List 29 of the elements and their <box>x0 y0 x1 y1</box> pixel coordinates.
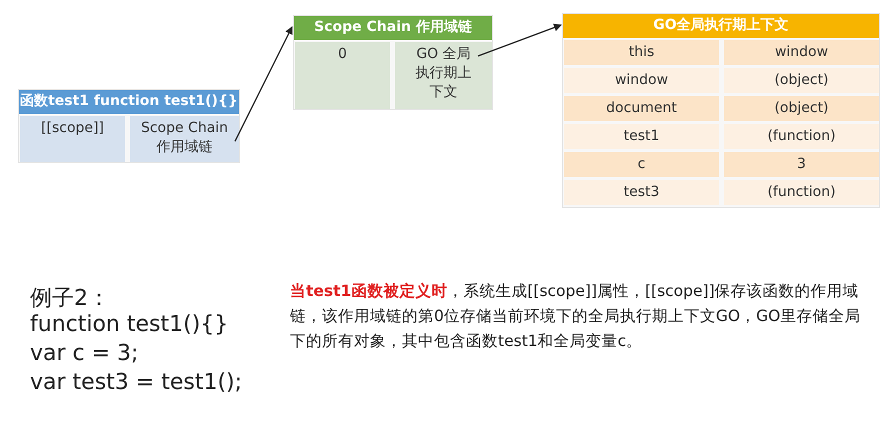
table-cell: 3 <box>724 152 879 177</box>
arrow <box>478 24 562 57</box>
table-cell: (object) <box>724 68 879 93</box>
table-cell: [[scope]] <box>20 116 125 162</box>
table-cell: document <box>564 96 719 121</box>
arrow <box>234 26 293 142</box>
table-cell: this <box>564 40 719 65</box>
table-cell: (function) <box>724 180 879 205</box>
table-cell: 0 <box>295 42 390 109</box>
table <box>293 15 493 110</box>
table-cell: test1 <box>564 124 719 149</box>
table-heading: 函数test1 function test1(){} <box>19 90 239 114</box>
table-cell: (function) <box>724 124 879 149</box>
table <box>562 13 880 208</box>
table-cell: Scope Chain 作用域链 <box>130 116 239 162</box>
table-cell: test3 <box>564 180 719 205</box>
table-cell: window <box>724 40 879 65</box>
code-line: var c = 3; <box>30 341 138 366</box>
code-line: function test1(){} <box>30 312 228 337</box>
table-cell: window <box>564 68 719 93</box>
table-cell: c <box>564 152 719 177</box>
table-cell: GO 全局执行期上下文 <box>395 42 492 109</box>
code-line: var test3 = test1(); <box>30 370 242 395</box>
table-heading: GO全局执行期上下文 <box>563 14 879 38</box>
table-cell: (object) <box>724 96 879 121</box>
example-heading: 例子2： <box>30 285 110 313</box>
explanation-paragraph: 当test1函数被定义时，系统生成[[scope]]属性，[[scope]]保存该函数的作用域链，该作用域链的第0位存储当前环境下的全局执行期上下文GO，GO里存储全局下的所有对象，其中包含函数test1和全局变量c。 <box>290 281 862 352</box>
table-heading: Scope Chain 作用域链 <box>294 16 492 40</box>
table <box>18 89 240 163</box>
